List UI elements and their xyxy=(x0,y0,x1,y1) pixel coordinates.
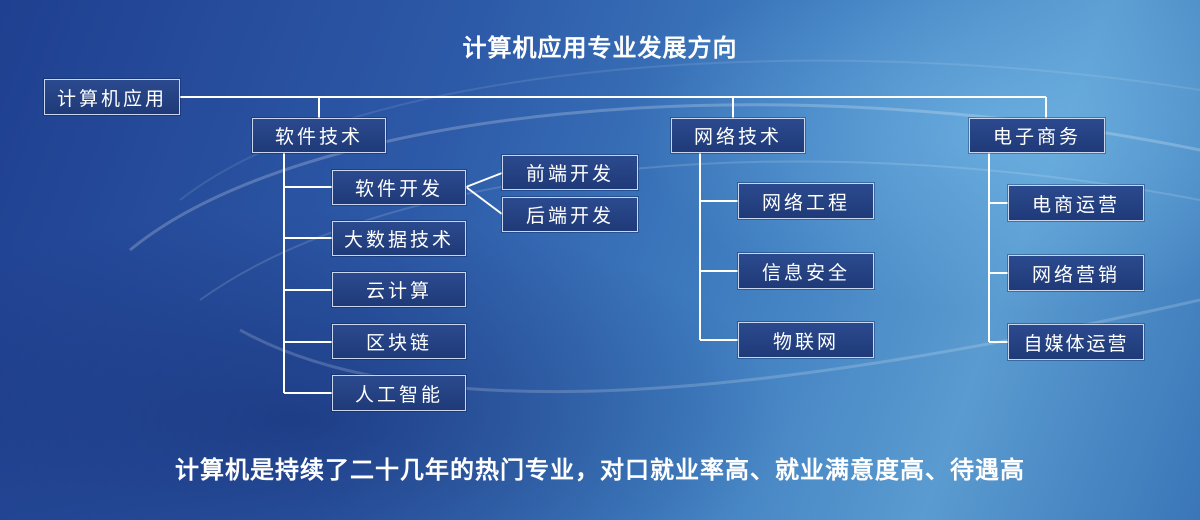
node-frontend: 前端开发 xyxy=(502,155,638,190)
node-cloud-computing: 云计算 xyxy=(332,272,466,307)
footer-slogan: 计算机是持续了二十几年的热门专业，对口就业率高、就业满意度高、待遇高 xyxy=(175,456,1025,484)
node-info-security: 信息安全 xyxy=(738,253,874,289)
node-big-data: 大数据技术 xyxy=(332,221,466,256)
node-branch-software: 软件技术 xyxy=(252,118,386,153)
node-software-development: 软件开发 xyxy=(332,170,466,205)
node-branch-network: 网络技术 xyxy=(671,118,805,153)
node-root: 计算机应用 xyxy=(44,79,180,115)
diagram-title: 计算机应用专业发展方向 xyxy=(462,34,738,62)
node-self-media-ops: 自媒体运营 xyxy=(1008,324,1144,360)
node-online-marketing: 网络营销 xyxy=(1008,255,1144,291)
node-backend: 后端开发 xyxy=(502,197,638,232)
node-ai: 人工智能 xyxy=(332,375,466,411)
node-network-engineering: 网络工程 xyxy=(738,183,874,219)
node-blockchain: 区块链 xyxy=(332,324,466,359)
node-ecommerce-ops: 电商运营 xyxy=(1008,185,1144,221)
node-branch-ecommerce: 电子商务 xyxy=(969,118,1105,153)
node-iot: 物联网 xyxy=(738,322,874,358)
